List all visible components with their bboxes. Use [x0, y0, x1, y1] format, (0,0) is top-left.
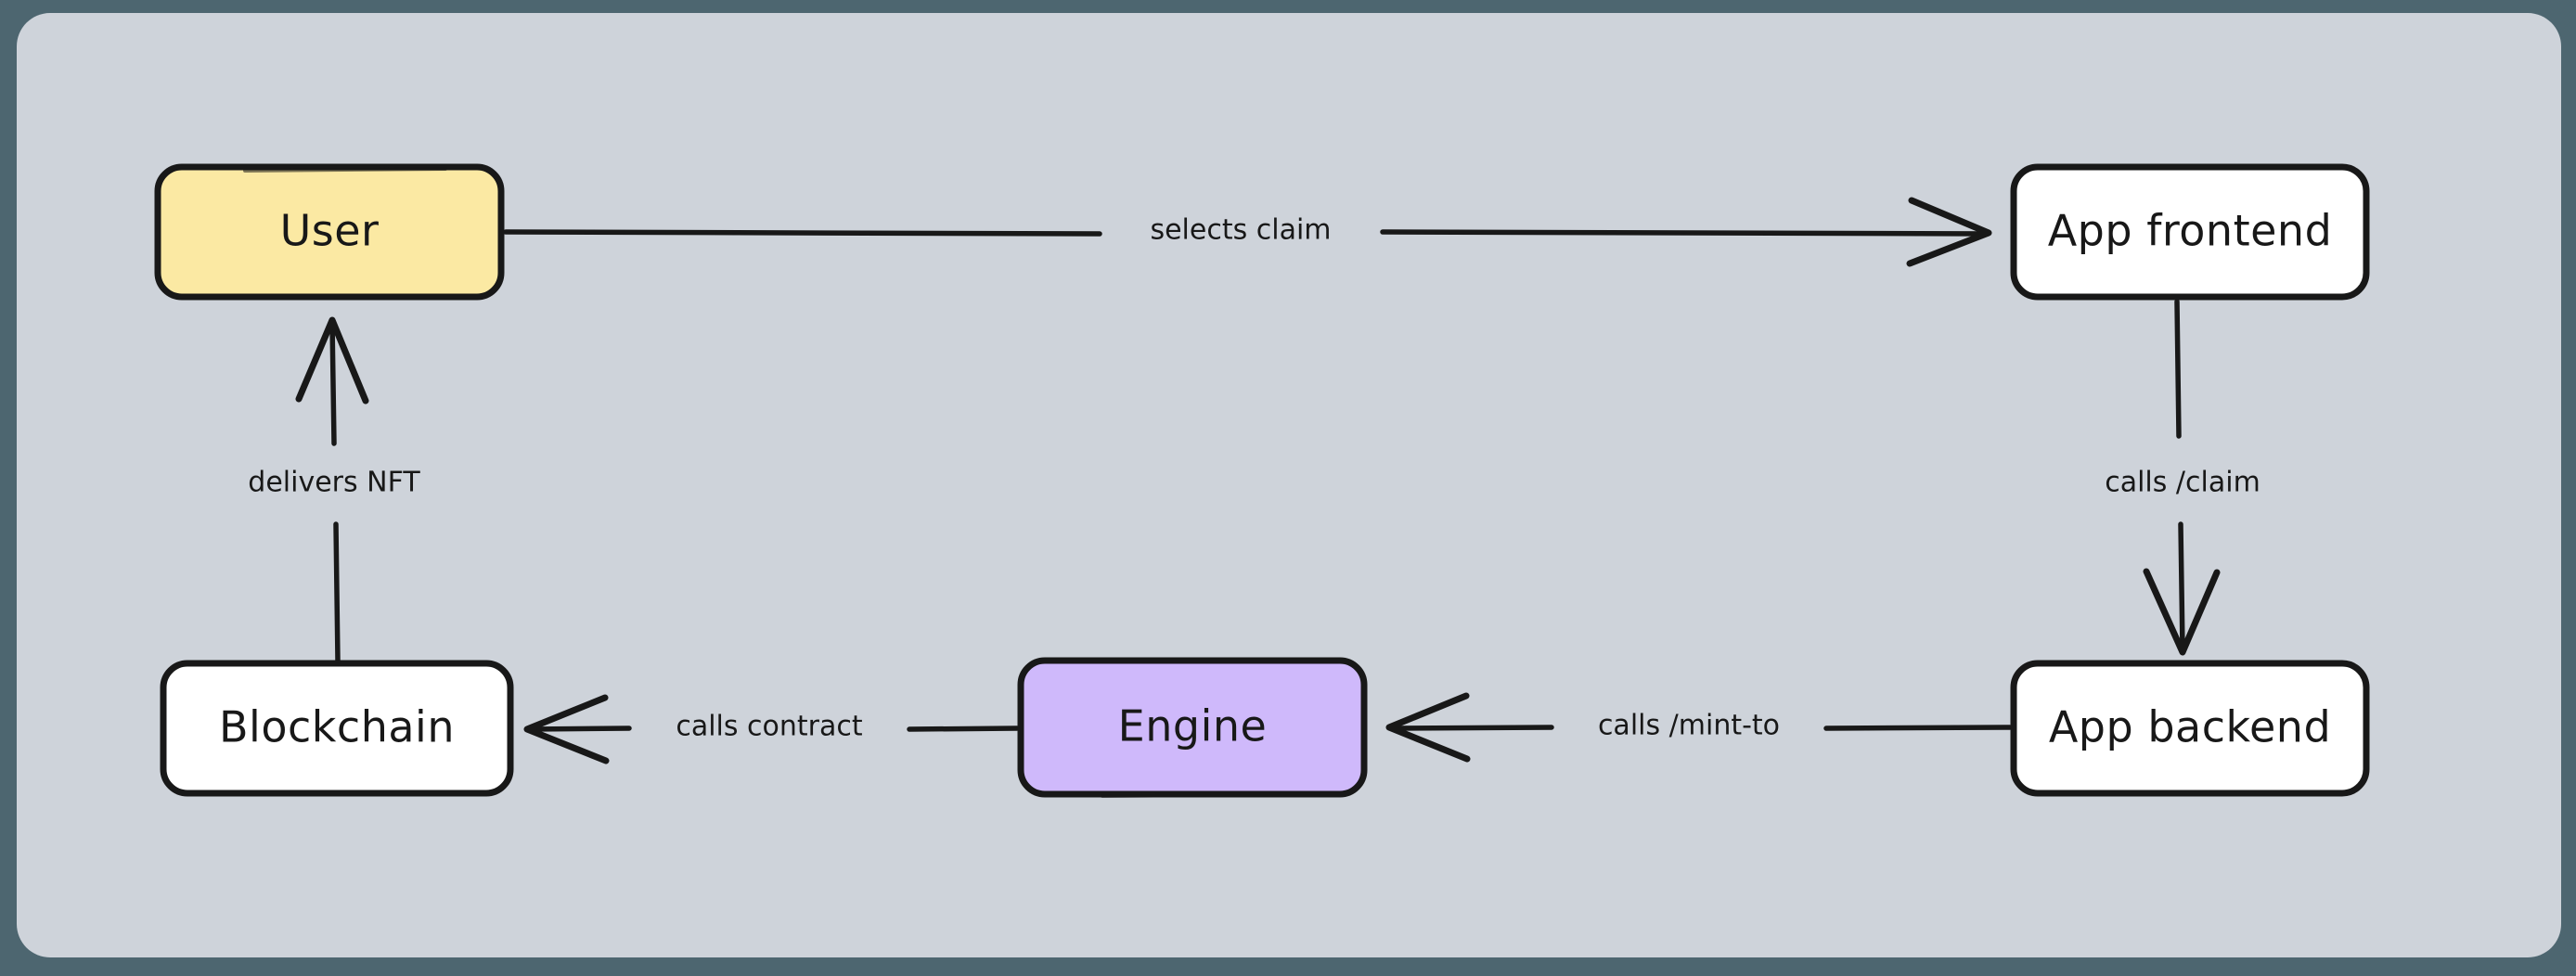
edge-label-calls-mint-to: calls /mint-to — [1598, 710, 1780, 742]
node-blockchain-shape[interactable] — [160, 660, 514, 797]
node-blockchain[interactable]: Blockchain — [160, 660, 514, 797]
edge-line-blockchain-to-user — [329, 320, 341, 663]
edge-user-to-frontend: selects claim — [503, 197, 1992, 267]
node-user[interactable]: User — [154, 163, 505, 301]
arrowhead-right-frontend — [1906, 197, 1992, 267]
edge-line-user-to-frontend — [503, 229, 1990, 237]
node-user-sketch-line — [243, 167, 447, 173]
edge-label-calls-claim: calls /claim — [2105, 467, 2260, 499]
node-app-backend-shape[interactable] — [2010, 660, 2370, 797]
edge-label-calls-contract: calls contract — [676, 711, 863, 743]
node-app-frontend-label: App frontend — [2048, 206, 2333, 256]
node-app-frontend[interactable]: App frontend — [2010, 163, 2370, 301]
arrowhead-left-blockchain — [523, 694, 610, 764]
node-user-shape[interactable] — [154, 163, 505, 301]
node-engine[interactable]: Engine — [1017, 657, 1368, 798]
node-app-backend[interactable]: App backend — [2010, 660, 2370, 797]
edge-line-backend-to-engine — [1389, 725, 2013, 731]
arrowhead-left-engine — [1385, 692, 1471, 763]
edge-line-engine-to-blockchain — [526, 726, 1020, 732]
arrowhead-up-user — [295, 316, 369, 405]
arrowhead-down-backend — [2143, 568, 2221, 656]
node-app-frontend-shape[interactable] — [2010, 163, 2370, 301]
node-app-backend-label: App backend — [2049, 702, 2331, 752]
node-engine-sketch-line — [1101, 792, 1320, 798]
edge-backend-to-engine: calls /mint-to — [1385, 692, 2013, 763]
edge-line-frontend-to-backend — [2174, 299, 2185, 652]
node-blockchain-label: Blockchain — [219, 702, 455, 752]
edge-engine-to-blockchain: calls contract — [523, 694, 1020, 764]
node-user-label: User — [280, 206, 380, 256]
edge-blockchain-to-user: delivers NFT — [248, 316, 420, 663]
edge-frontend-to-backend: calls /claim — [2105, 299, 2260, 656]
edge-label-delivers-nft: delivers NFT — [248, 467, 420, 499]
node-engine-label: Engine — [1118, 701, 1268, 751]
edge-label-selects-claim: selects claim — [1150, 214, 1331, 247]
